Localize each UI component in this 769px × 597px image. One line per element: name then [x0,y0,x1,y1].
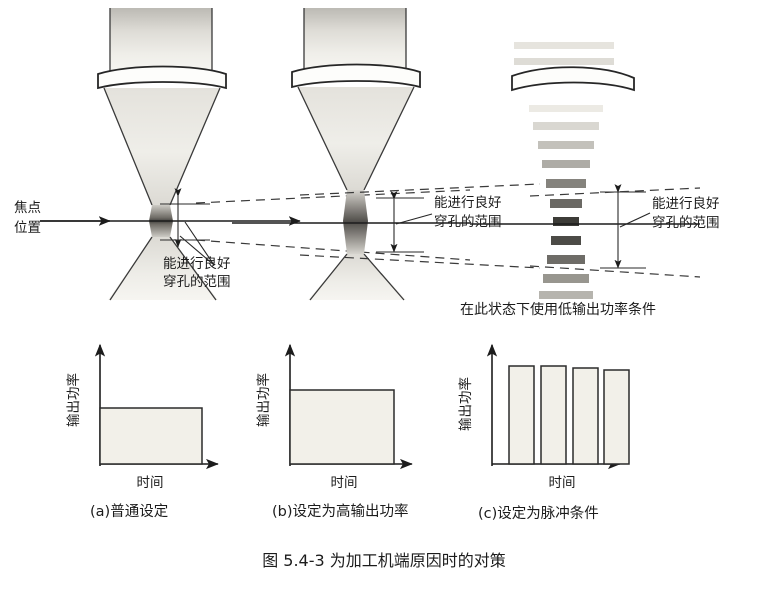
beam-cone-b [298,87,414,190]
chart-c-x-label: 时间 [549,475,576,491]
chart-a-x-label: 时间 [137,475,164,491]
optics-panel-a: 能进行良好 穿孔的范围 [40,8,471,301]
chart-a-area [99,407,203,465]
beam-diverge-b [308,254,406,300]
beam-collimated-b [304,8,406,72]
pulse-seg-5 [546,179,586,188]
pulse-seg-11 [539,291,593,299]
chart-c-bar-1 [508,365,535,465]
chart-c-bar-3 [572,367,599,465]
chart-c-bar-2 [540,365,567,465]
focusing-lens-a [97,65,227,90]
beam-diverge-a [108,237,218,300]
chart-c-caption: (c)设定为脉冲条件 [478,505,599,522]
envelope-lower-a [195,239,471,261]
chart-b: 输出功率 时间 (b)设定为高输出功率 [255,343,413,520]
panel-a-annotation-line1: 能进行良好 [163,256,231,272]
annotation-leader-a [179,235,215,266]
pulse-seg-7-focus [553,217,579,226]
chart-c: 输出功率 时间 (c)设定为脉冲条件 [457,343,630,522]
pulse-seg-2 [533,122,599,130]
figure-caption-group: 图 5.4-3 为加工机端原因时的对策 [262,551,506,570]
pulse-seg-top-2 [514,58,614,65]
pulse-seg-4 [542,160,590,168]
chart-b-area [289,389,395,465]
focus-label-line1: 焦点 [14,200,41,216]
beam-cone-a [104,88,220,205]
envelope-upper-c [529,187,701,197]
envelope-lower-c [529,265,701,278]
chart-c-y-label: 输出功率 [457,377,474,431]
envelope-lower-b [299,254,541,269]
pulse-seg-top-1 [514,42,614,49]
panel-a-annotation-line2: 穿孔的范围 [163,274,231,290]
envelope-upper-b [299,183,541,196]
pulse-seg-3 [538,141,594,149]
chart-a-y-label: 输出功率 [65,373,82,427]
panel-b-annotation-line2: 穿孔的范围 [434,214,502,230]
chart-a: 输出功率 时间 (a)普通设定 [65,343,219,520]
chart-b-caption: (b)设定为高输出功率 [272,503,409,520]
pulse-seg-9 [547,255,585,264]
annotation-leader2-a [184,221,215,266]
pulse-seg-6 [550,199,582,208]
chart-b-y-label: 输出功率 [255,373,272,427]
pulse-seg-10 [543,274,589,283]
chart-a-caption: (a)普通设定 [90,503,168,520]
panel-c-annotation-line2: 穿孔的范围 [652,215,720,231]
panel-c-note: 在此状态下使用低输出功率条件 [460,301,656,318]
panel-c-annotation-line1: 能进行良好 [652,196,720,212]
annotation-leader-c [619,212,651,228]
pulse-seg-8 [551,236,581,245]
chart-c-bar-4 [603,369,630,465]
optics-panel-b: 能进行良好 穿孔的范围 [232,8,541,301]
focus-position-label: 焦点 位置 [14,200,41,236]
figure-caption: 图 5.4-3 为加工机端原因时的对策 [262,551,506,570]
optics-panel-c: 能进行良好 穿孔的范围 在此状态下使用低输出功率条件 [460,42,720,318]
envelope-upper-a [195,189,471,204]
focus-label-line2: 位置 [14,220,41,236]
panel-b-annotation-line1: 能进行良好 [434,195,502,211]
chart-b-x-label: 时间 [331,475,358,491]
beam-collimated-a [110,8,212,74]
pulse-seg-1 [529,105,603,112]
focusing-lens-b [291,63,421,89]
beam-waist-b [343,190,368,254]
annotation-leader-b [395,213,433,225]
focusing-lens-c [511,66,635,92]
